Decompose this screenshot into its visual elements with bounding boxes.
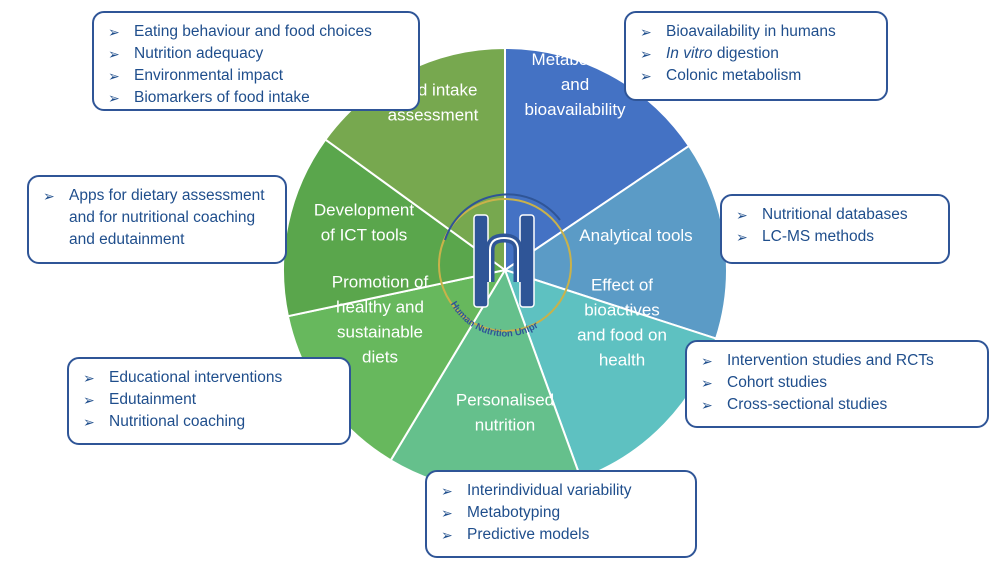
sector-label-line: bioactives [584, 301, 660, 320]
list-item: ➢Eating behaviour and food choices [108, 21, 406, 43]
sector-label-analytical: Analytical tools [579, 226, 692, 245]
sector-label-line: Effect of [591, 276, 653, 295]
arrowhead-bullet-icon: ➢ [736, 229, 748, 245]
sector-label-line: Development [314, 201, 414, 220]
sector-ict [282, 138, 508, 318]
arrowhead-bullet-icon: ➢ [108, 24, 120, 40]
sector-label-metabolism: Metabolism and bioavailability [524, 50, 626, 119]
sector-label-line: Metabolism [532, 50, 619, 69]
sector-metabolism [504, 46, 691, 272]
arrowhead-bullet-icon: ➢ [108, 90, 120, 106]
list-item: ➢Colonic metabolism [640, 65, 874, 87]
list-item: ➢Biomarkers of food intake [108, 87, 406, 109]
sector-label-line: sustainable [337, 323, 423, 342]
sector-label-line: Personalised [456, 391, 554, 410]
arrowhead-bullet-icon: ➢ [640, 68, 652, 84]
list-item: ➢Apps for dietary assessment and for nut… [43, 187, 265, 248]
arrowhead-bullet-icon: ➢ [701, 397, 713, 413]
arrowhead-bullet-icon: ➢ [83, 370, 95, 386]
list-item: ➢Cross-sectional studies [701, 394, 975, 416]
sector-label-line: bioavailability [524, 100, 626, 119]
callout-ict-tools: ➢Apps for dietary assessment and for nut… [27, 175, 287, 264]
logo-u-outline-icon [489, 236, 519, 282]
list-item: ➢LC-MS methods [736, 226, 936, 248]
list-item: ➢Nutritional coaching [83, 411, 337, 433]
sector-label-line: Analytical tools [579, 226, 692, 245]
sector-label-line: Promotion of [332, 273, 429, 292]
sector-label-line: and [561, 75, 589, 94]
list-item: ➢Predictive models [441, 524, 683, 546]
arrowhead-bullet-icon: ➢ [108, 46, 120, 62]
logo-ring-icon [438, 198, 572, 332]
arrowhead-bullet-icon: ➢ [83, 414, 95, 430]
list-item: ➢Educational interventions [83, 367, 337, 389]
logo-arc-icon [444, 193, 561, 241]
arrowhead-bullet-icon: ➢ [701, 375, 713, 391]
sector-label-line: health [599, 351, 645, 370]
callout-promotion: ➢Educational interventions ➢Edutainment … [67, 357, 351, 445]
list-item: ➢In vitro digestion [640, 43, 874, 65]
arrowhead-bullet-icon: ➢ [83, 392, 95, 408]
callout-food-intake: ➢Eating behaviour and food choices ➢Nutr… [92, 11, 420, 111]
list-item: ➢Nutrition adequacy [108, 43, 406, 65]
sector-label-line: nutrition [475, 416, 535, 435]
list-item: ➢Metabotyping [441, 502, 683, 524]
arrowhead-bullet-icon: ➢ [736, 207, 748, 223]
sector-label-ict: Development of ICT tools [314, 201, 414, 245]
callout-metabolism: ➢Bioavailability in humans ➢In vitro dig… [624, 11, 888, 101]
sector-label-personalised: Personalised nutrition [456, 391, 554, 435]
arrowhead-bullet-icon: ➢ [43, 188, 55, 204]
list-item: ➢Intervention studies and RCTs [701, 350, 975, 372]
callout-analytical-tools: ➢Nutritional databases ➢LC-MS methods [720, 194, 950, 264]
sector-label-line: of ICT tools [321, 226, 408, 245]
sector-label-line: and food on [577, 326, 667, 345]
arrowhead-bullet-icon: ➢ [701, 353, 713, 369]
arrowhead-bullet-icon: ➢ [640, 24, 652, 40]
arrowhead-bullet-icon: ➢ [441, 505, 453, 521]
arrowhead-bullet-icon: ➢ [640, 46, 652, 62]
arrowhead-bullet-icon: ➢ [441, 483, 453, 499]
sector-label-line: diets [362, 348, 398, 367]
arrowhead-bullet-icon: ➢ [441, 527, 453, 543]
list-item: ➢Edutainment [83, 389, 337, 411]
list-item: ➢Nutritional databases [736, 204, 936, 226]
sector-label-promotion: Promotion of healthy and sustainable diets [332, 273, 429, 367]
list-item: ➢Bioavailability in humans [640, 21, 874, 43]
list-item: ➢Cohort studies [701, 372, 975, 394]
sector-label-bioactives: Effect of bioactives and food on health [577, 276, 667, 370]
callout-bioactives: ➢Intervention studies and RCTs ➢Cohort s… [685, 340, 989, 428]
arrowhead-bullet-icon: ➢ [108, 68, 120, 84]
callout-personalised: ➢Interindividual variability ➢Metabotypi… [425, 470, 697, 558]
sector-label-line: healthy and [336, 298, 424, 317]
list-item: ➢Interindividual variability [441, 480, 683, 502]
list-item: ➢Environmental impact [108, 65, 406, 87]
